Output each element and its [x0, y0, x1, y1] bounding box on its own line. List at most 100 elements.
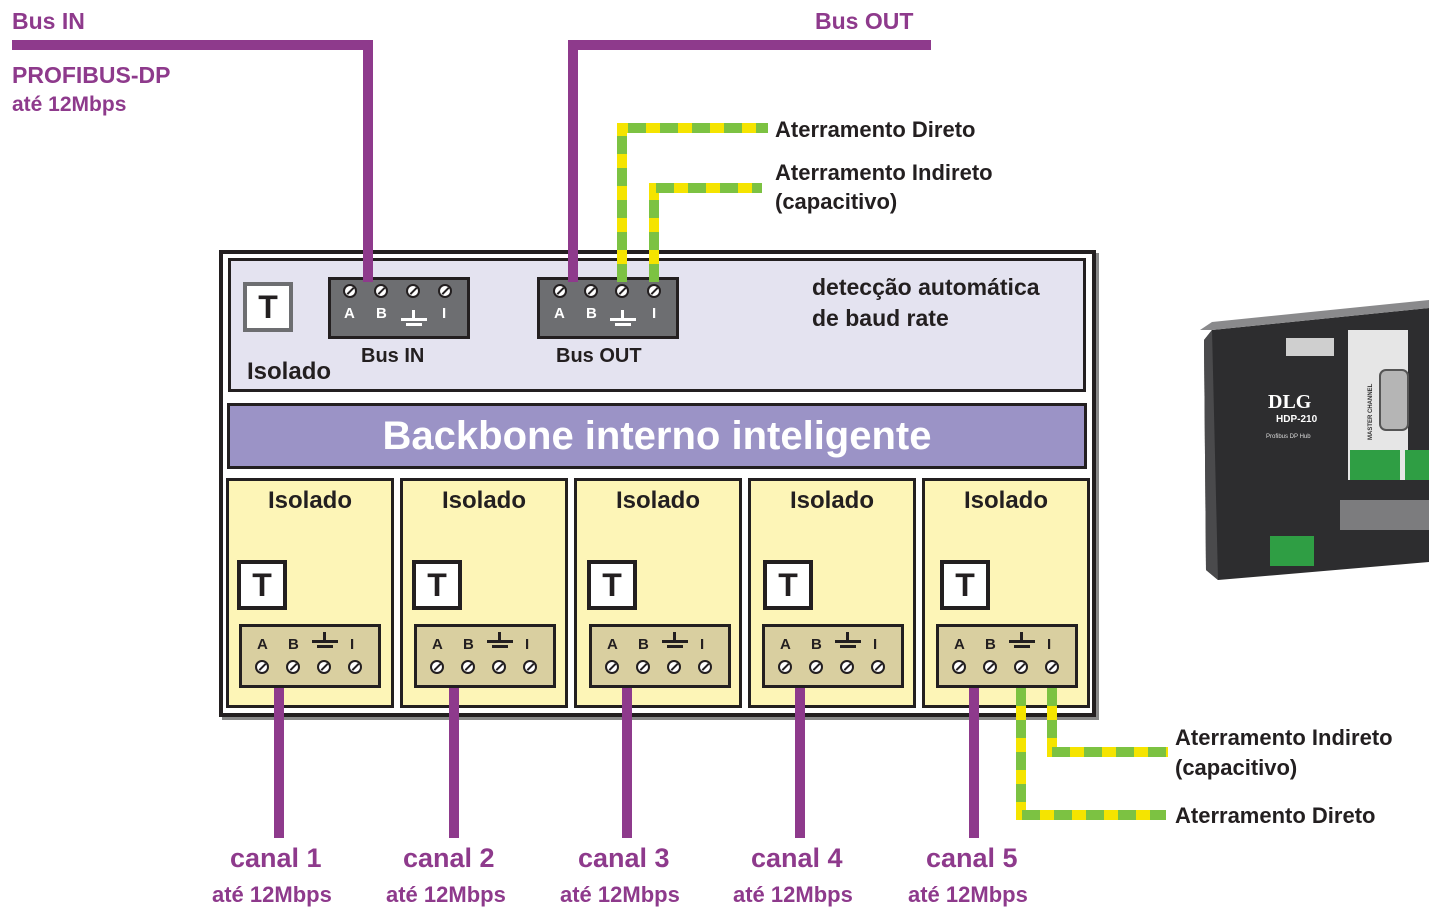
- ground-indirect-note-bottom: (capacitivo): [1175, 755, 1298, 780]
- terminator-switch-2: T: [412, 560, 462, 610]
- pin-label: B: [463, 636, 474, 653]
- screw-icon: [255, 660, 269, 674]
- baud-rate-line1: detecção automática: [812, 274, 1040, 300]
- channel-3-label: canal 3: [578, 843, 670, 873]
- hdp-210-device-photo: DLG HDP-210 Profibus DP Hub MASTER CHANN…: [1200, 300, 1429, 580]
- ground-direct-label-top: Aterramento Direto: [775, 117, 976, 142]
- screw-icon: [1014, 660, 1028, 674]
- terminator-switch-1: T: [237, 560, 287, 610]
- ground-icon: [487, 632, 513, 648]
- pin-i-label: I: [442, 305, 447, 322]
- ground-icon: [401, 310, 427, 326]
- screw-icon: [286, 660, 300, 674]
- bus-in-wire: [12, 40, 373, 282]
- bus-in-protocol: PROFIBUS-DP: [12, 62, 171, 88]
- ground-icon: [662, 632, 688, 648]
- isolated-label-top: Isolado: [247, 358, 332, 385]
- ground-indirect-wire-top: [649, 183, 762, 282]
- bus-out-connector-label: Bus OUT: [556, 345, 642, 367]
- screw-icon: [406, 284, 420, 298]
- screw-icon: [553, 284, 567, 298]
- screw-icon: [667, 660, 681, 674]
- channel-2-connector: [414, 624, 556, 688]
- screw-icon: [698, 660, 712, 674]
- pin-label: I: [700, 636, 705, 653]
- screw-icon: [348, 660, 362, 674]
- screw-icon: [343, 284, 357, 298]
- terminator-label: T: [778, 567, 798, 603]
- ground-direct-wire-top-stripe: [617, 123, 768, 282]
- terminator-label: T: [955, 567, 975, 603]
- channel-3-speed: até 12Mbps: [560, 882, 680, 907]
- pin-label: A: [257, 636, 268, 653]
- ground-indirect-label-top: Aterramento Indireto: [775, 160, 993, 185]
- channel-isolated-label: Isolado: [789, 487, 874, 514]
- pin-label: A: [780, 636, 791, 653]
- ground-indirect-wire-bottom-stripe: [1047, 688, 1168, 757]
- screw-icon: [636, 660, 650, 674]
- terminator-switch-bus: T: [243, 282, 293, 332]
- screw-icon: [615, 284, 629, 298]
- terminator-label: T: [427, 567, 447, 603]
- screw-icon: [430, 660, 444, 674]
- ground-icon: [610, 310, 636, 326]
- channel-2-label: canal 2: [403, 843, 495, 873]
- bus-out-title: Bus OUT: [815, 8, 914, 34]
- channel-isolated-label: Isolado: [615, 487, 700, 514]
- screw-icon: [983, 660, 997, 674]
- backbone-bar: Backbone interno inteligente: [227, 403, 1087, 469]
- channel-isolated-label: Isolado: [963, 487, 1048, 514]
- terminator-switch-3: T: [587, 560, 637, 610]
- screw-icon: [840, 660, 854, 674]
- channel-4-label: canal 4: [751, 843, 843, 873]
- device-illustration: DLG HDP-210 Profibus DP Hub MASTER CHANN…: [1200, 300, 1429, 580]
- screw-icon: [461, 660, 475, 674]
- pin-label: B: [638, 636, 649, 653]
- ground-indirect-note-top: (capacitivo): [775, 189, 898, 214]
- pin-i-label: I: [652, 305, 657, 322]
- pin-label: B: [811, 636, 822, 653]
- terminator-switch-4: T: [763, 560, 813, 610]
- ground-direct-wire-bottom-stripe: [1016, 688, 1166, 820]
- screw-icon: [1045, 660, 1059, 674]
- channel-4-speed: até 12Mbps: [733, 882, 853, 907]
- bus-in-speed: até 12Mbps: [12, 93, 127, 116]
- pin-b-label: B: [586, 305, 597, 322]
- terminator-switch-5: T: [940, 560, 990, 610]
- channel-4-connector: [762, 624, 904, 688]
- bus-out-wire: [568, 40, 931, 282]
- channel-1-label: canal 1: [230, 843, 322, 873]
- terminator-label: T: [252, 567, 272, 603]
- channel-2-speed: até 12Mbps: [386, 882, 506, 907]
- screw-icon: [438, 284, 452, 298]
- channel-isolated-label: Isolado: [441, 487, 526, 514]
- screw-icon: [523, 660, 537, 674]
- pin-a-label: A: [554, 305, 565, 322]
- pin-label: I: [1047, 636, 1052, 653]
- pin-b-label: B: [376, 305, 387, 322]
- channel-5-speed: até 12Mbps: [908, 882, 1028, 907]
- pin-label: A: [954, 636, 965, 653]
- device-subtitle: Profibus DP Hub: [1266, 434, 1311, 440]
- pin-label: I: [525, 636, 530, 653]
- pin-label: B: [288, 636, 299, 653]
- pin-label: I: [350, 636, 355, 653]
- ground-icon: [312, 632, 338, 648]
- bus-in-connector-label: Bus IN: [361, 345, 425, 367]
- screw-icon: [778, 660, 792, 674]
- pin-a-label: A: [344, 305, 355, 322]
- ground-indirect-wire-bottom: [1047, 688, 1168, 757]
- channel-3-connector: [589, 624, 731, 688]
- pin-label: A: [607, 636, 618, 653]
- pin-label: I: [873, 636, 878, 653]
- ground-indirect-wire-top-stripe: [649, 183, 762, 282]
- bus-in-title: Bus IN: [12, 8, 85, 34]
- device-model: HDP-210: [1276, 414, 1318, 425]
- screw-icon: [647, 284, 661, 298]
- ground-icon: [1009, 632, 1035, 648]
- pin-label: A: [432, 636, 443, 653]
- device-side-label: MASTER CHANNEL: [1368, 383, 1374, 440]
- channel-5-connector: [936, 624, 1078, 688]
